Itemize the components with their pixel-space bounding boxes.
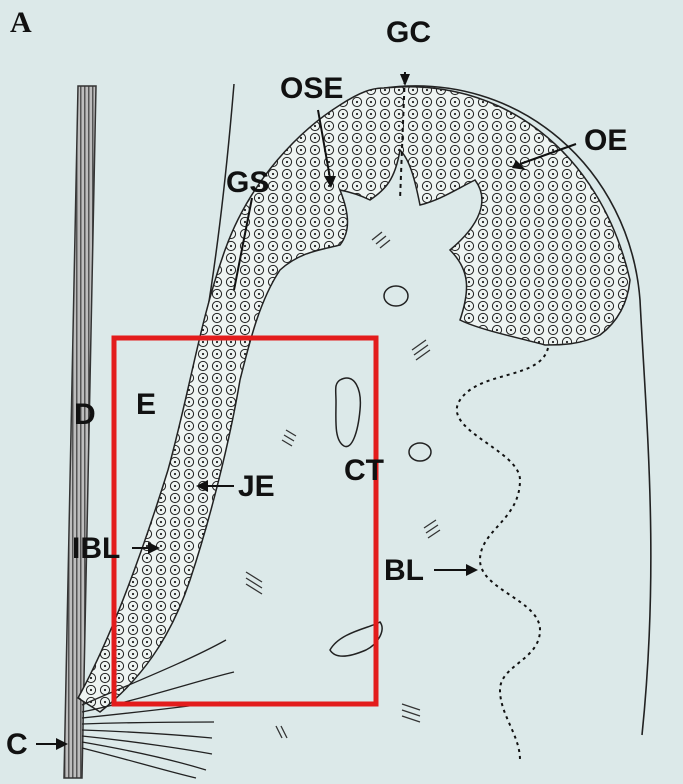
label-gs: GS [226,168,269,198]
panel-letter: A [10,8,32,38]
label-e: E [136,390,156,420]
label-gc: GC [386,18,431,48]
label-d: D [74,400,96,430]
label-oe: OE [584,126,627,156]
label-c: C [6,730,28,760]
label-bl: BL [384,556,424,586]
label-je: JE [238,472,275,502]
label-ct: CT [344,456,384,486]
label-ose: OSE [280,74,343,104]
label-ibl: IBL [72,534,120,564]
